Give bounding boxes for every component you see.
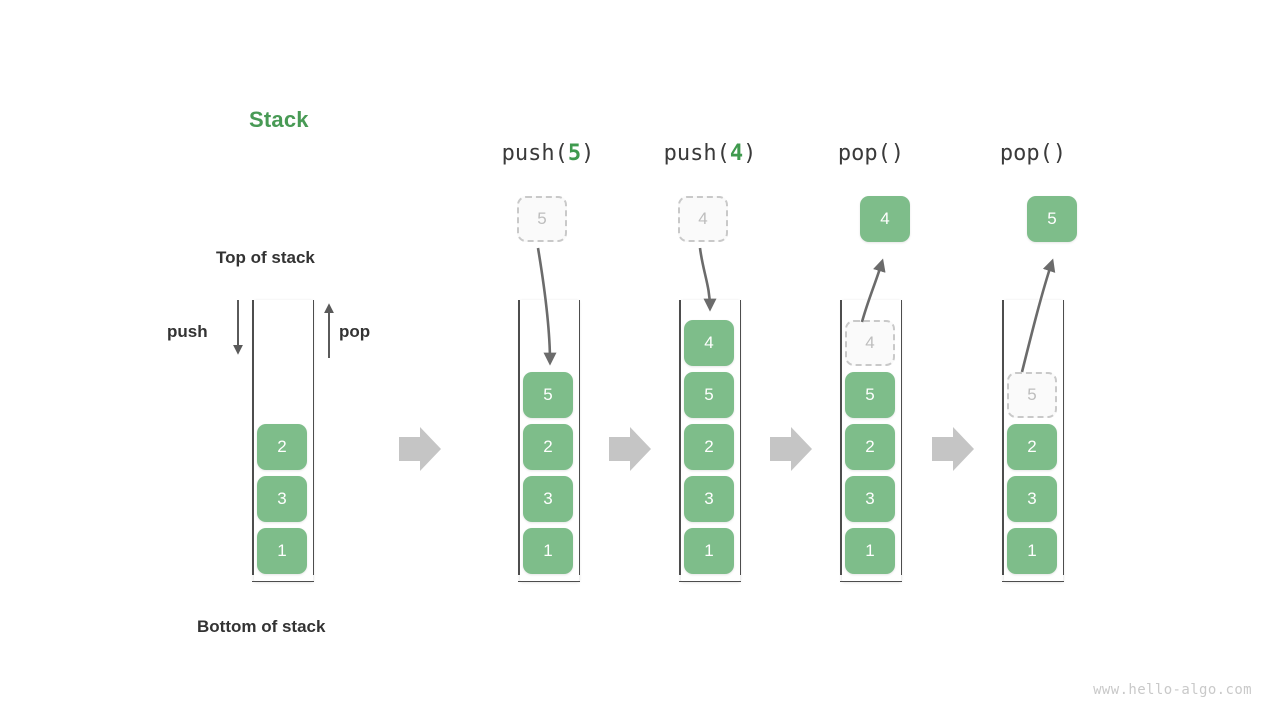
op-header-pop-1: pop() — [786, 141, 956, 166]
container-right-wall — [578, 300, 580, 575]
container-left-wall — [679, 300, 681, 575]
container-floor — [252, 580, 314, 582]
transition-arrow-3 — [770, 427, 812, 471]
container-right-wall — [900, 300, 902, 575]
transition-arrow-1 — [399, 427, 441, 471]
op-header-suffix: ) — [743, 141, 757, 166]
label-top-of-stack: Top of stack — [216, 248, 315, 267]
stack-cell: 1 — [257, 528, 307, 574]
stack-container-push-5: 5 2 3 1 — [518, 300, 580, 582]
push-4-motion-arrow — [698, 247, 717, 312]
op-header-prefix: push( — [501, 141, 568, 166]
stack-cell: 2 — [523, 424, 573, 470]
stack-cell: 3 — [257, 476, 307, 522]
container-right-wall — [739, 300, 741, 575]
label-pop: pop — [339, 322, 371, 341]
watermark: www.hello-algo.com — [1093, 682, 1252, 698]
stack-cell: 3 — [845, 476, 895, 522]
stack-container-initial: 2 3 1 — [252, 300, 314, 582]
incoming-cell-push-5: 5 — [517, 196, 567, 242]
container-left-wall — [840, 300, 842, 575]
op-header-pop-2: pop() — [948, 141, 1118, 166]
container-floor — [679, 580, 741, 582]
op-header-prefix: pop( — [837, 141, 891, 166]
popped-ghost-cell: 5 — [1007, 372, 1057, 418]
op-header-push-5: push(5) — [463, 141, 633, 166]
stack-cell: 5 — [684, 372, 734, 418]
outgoing-cell-pop-2: 5 — [1027, 196, 1077, 242]
stack-cell: 2 — [845, 424, 895, 470]
op-header-suffix: ) — [1052, 141, 1067, 166]
stack-cell: 4 — [684, 320, 734, 366]
incoming-cell-push-4: 4 — [678, 196, 728, 242]
stack-cell: 1 — [684, 528, 734, 574]
container-floor — [840, 580, 902, 582]
container-left-wall — [252, 300, 254, 575]
stack-cell: 5 — [845, 372, 895, 418]
stack-cell: 3 — [684, 476, 734, 522]
transition-arrow-2 — [609, 427, 651, 471]
stack-cell: 1 — [845, 528, 895, 574]
page-title: Stack — [249, 107, 309, 132]
outgoing-cell-pop-1: 4 — [860, 196, 910, 242]
op-header-arg: 4 — [729, 141, 744, 166]
stack-cell: 2 — [257, 424, 307, 470]
stack-cell: 1 — [1007, 528, 1057, 574]
container-left-wall — [1002, 300, 1004, 575]
stack-container-pop-2: 5 2 3 1 — [1002, 300, 1064, 582]
transition-arrow-4 — [932, 427, 974, 471]
stack-container-pop-1: 4 5 2 3 1 — [840, 300, 902, 582]
op-header-suffix: ) — [581, 141, 595, 166]
op-header-prefix: push( — [663, 141, 730, 166]
stack-cell: 3 — [523, 476, 573, 522]
stack-cell: 2 — [684, 424, 734, 470]
container-floor — [1002, 580, 1064, 582]
op-header-suffix: ) — [890, 141, 905, 166]
stack-cell: 5 — [523, 372, 573, 418]
stack-cell: 3 — [1007, 476, 1057, 522]
op-header-push-4: push(4) — [625, 141, 795, 166]
container-right-wall — [1062, 300, 1064, 575]
op-header-prefix: pop( — [999, 141, 1053, 166]
container-left-wall — [518, 300, 520, 575]
stack-container-push-4: 4 5 2 3 1 — [679, 300, 741, 582]
container-floor — [518, 580, 580, 582]
stack-cell: 2 — [1007, 424, 1057, 470]
popped-ghost-cell: 4 — [845, 320, 895, 366]
label-bottom-of-stack: Bottom of stack — [197, 617, 326, 636]
op-header-arg: 5 — [567, 141, 582, 166]
label-push: push — [167, 322, 208, 341]
container-right-wall — [312, 300, 314, 575]
stack-cell: 1 — [523, 528, 573, 574]
